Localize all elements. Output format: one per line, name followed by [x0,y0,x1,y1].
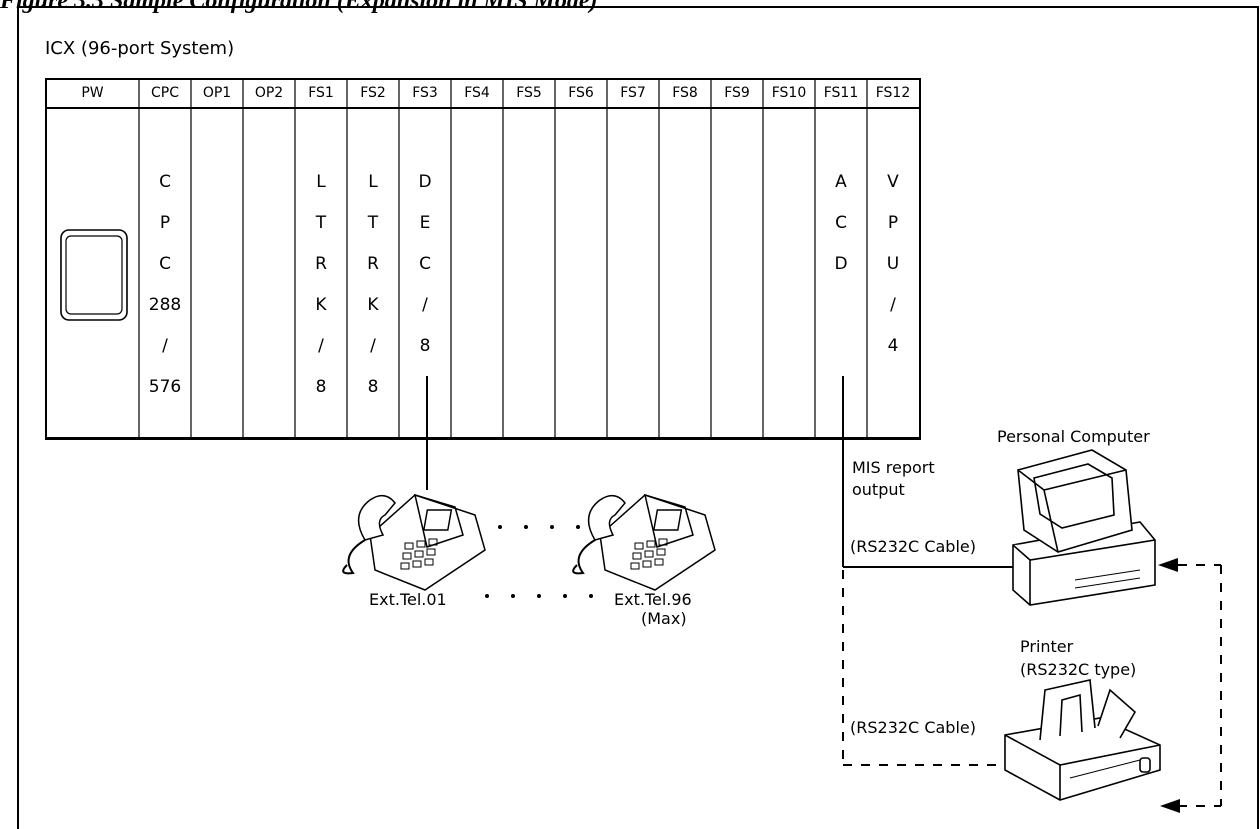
slot-label-fs11: FS11 [823,85,859,101]
slot-label-fs2: FS2 [360,85,386,101]
phone-dots-top [498,525,580,529]
slot-label-fs9: FS9 [724,85,750,101]
slot-label-fs8: FS8 [672,85,698,101]
arrow-to-pc [1158,558,1178,572]
slot-card-text: 8 [419,336,431,356]
rs232c-cable-printer-label: (RS232C Cable) [850,718,976,738]
slot-label-fs4: FS4 [464,85,490,101]
slot-label-op1: OP1 [202,85,232,101]
slot-card-text: 288 [148,295,182,315]
slot-card-text: K [367,295,379,315]
printer-label: Printer [1020,637,1074,656]
slot-card-text: 8 [367,377,379,397]
slot-card-text: 4 [887,336,899,356]
slot-card-text: D [834,254,848,274]
slot-card-text: L [316,172,326,192]
slot-card-text: / [370,336,376,356]
slot-card-text: R [367,254,379,274]
slot-label-fs3: FS3 [412,85,438,101]
rs232c-cable-pc-label: (RS232C Cable) [850,537,976,556]
slot-card-text: K [315,295,327,315]
slot-label-cpc: CPC [151,85,179,101]
slot-card-text: 576 [148,377,182,397]
slot-card-text: V [887,172,899,192]
slot-card-text: T [367,213,379,233]
slot-label-fs6: FS6 [568,85,594,101]
slot-label-fs7: FS7 [620,85,646,101]
slot-card-text: C [835,213,847,233]
slot-card-text: R [315,254,327,274]
personal-computer-label: Personal Computer [997,427,1150,446]
slot-card-text: / [422,295,428,315]
slot-dividers [138,78,868,438]
ext-tel-01-label: Ext.Tel.01 [369,590,447,609]
slot-card-text: A [835,172,847,192]
printer-icon [1004,679,1161,801]
slot-label-pw: PW [81,85,104,101]
phone-icon [572,493,716,591]
slot-card-text: / [318,336,324,356]
power-unit-icon [60,229,128,321]
slot-card-text: / [162,336,168,356]
figure-frame [17,6,1259,829]
slot-card-text: D [418,172,432,192]
phone-icon [342,493,486,591]
slot-label-op2: OP2 [254,85,284,101]
mis-output-label: output [852,480,905,499]
slot-label-fs5: FS5 [516,85,542,101]
slot-card-text: C [159,172,171,192]
slot-label-fs12: FS12 [875,85,911,101]
computer-icon [1012,449,1156,606]
ext-tel-96-label: Ext.Tel.96 [614,590,692,609]
slot-card-text: P [159,213,171,233]
slot-card-text: T [315,213,327,233]
mis-report-label: MIS report [852,458,935,477]
slot-card-text: E [419,213,431,233]
slot-card-text: U [886,254,900,274]
system-label: ICX (96-port System) [45,38,235,59]
icx-rack [45,78,921,440]
slot-card-text: P [887,213,899,233]
slot-card-text: 8 [315,377,327,397]
phone-dots-bottom [485,594,593,598]
arrow-to-printer [1160,799,1180,813]
slot-card-text: C [159,254,171,274]
slot-card-text: L [368,172,378,192]
slot-card-text: / [890,295,896,315]
slot-label-fs1: FS1 [308,85,334,101]
ext-tel-max-label: (Max) [641,609,687,628]
printer-type-label: (RS232C type) [1020,660,1137,679]
slot-card-text: C [419,254,431,274]
slot-label-fs10: FS10 [771,85,807,101]
